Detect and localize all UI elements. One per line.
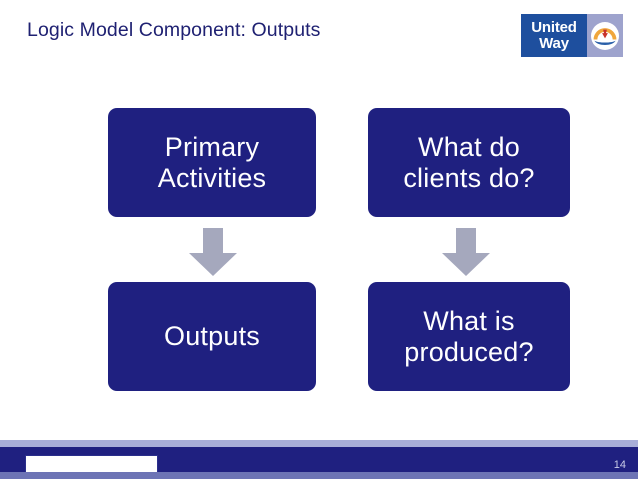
- flow-box-line: clients do?: [403, 162, 535, 193]
- arrow-down-icon: [442, 228, 490, 276]
- footer-band-bottom: [0, 472, 638, 479]
- flow-box-what-is-produced: What is produced?: [368, 282, 570, 391]
- logo-word-way: Way: [539, 35, 569, 52]
- logo-word-united: United: [531, 19, 577, 36]
- flow-box-line: Activities: [157, 162, 267, 193]
- flow-box-line: What do: [418, 131, 520, 162]
- flow-box-line: Primary: [164, 131, 260, 162]
- footer-band-top: [0, 440, 638, 447]
- united-way-logo: United Way: [521, 14, 623, 57]
- slide-number: 14: [613, 459, 626, 471]
- footer-bar: 14: [0, 447, 638, 478]
- flow-box-line: What is: [423, 305, 515, 336]
- flow-box-primary-activities: Primary Activities: [108, 108, 316, 217]
- flow-box-outputs: Outputs: [108, 282, 316, 391]
- rainbow-person-hand-icon: [591, 21, 619, 50]
- arrow-down-icon: [189, 228, 237, 276]
- page-title: Logic Model Component: Outputs: [27, 19, 321, 41]
- flow-box-line: produced?: [404, 336, 534, 367]
- united-way-wordmark: United Way: [521, 14, 587, 57]
- slide-footer: 14: [0, 440, 638, 479]
- flow-box-line: Outputs: [164, 321, 260, 351]
- flow-box-what-do-clients-do: What do clients do?: [368, 108, 570, 217]
- united-way-emblem: [587, 14, 623, 57]
